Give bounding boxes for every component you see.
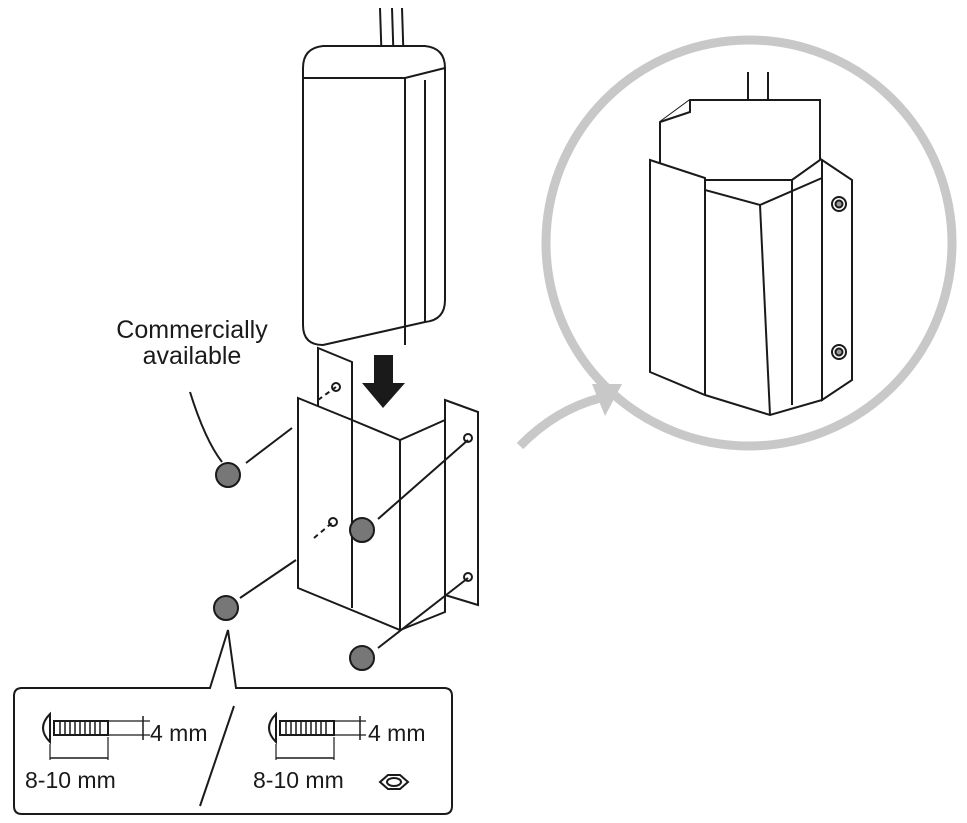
callout-label-line1: Commercially [116, 316, 268, 344]
screw-bottom-left [213, 559, 297, 621]
screw-diagram-a [42, 711, 150, 760]
screw-spec-box [13, 629, 453, 815]
magnifier-detail [516, 35, 957, 451]
magnifier-ring [541, 35, 957, 451]
hex-nut-icon [378, 774, 410, 790]
spec-separator [199, 705, 235, 807]
mounting-bracket [297, 346, 479, 632]
spec-b-length: 8-10 mm [253, 767, 344, 793]
curved-arrow-icon [516, 384, 622, 450]
assembled-adapter [649, 72, 853, 417]
spec-a-length: 8-10 mm [25, 767, 116, 793]
screw-diagram-b [268, 711, 366, 760]
power-adapter [302, 7, 446, 347]
spec-a-diameter: 4 mm [150, 720, 208, 746]
callout-leader [189, 391, 223, 463]
arrow-down-icon [362, 355, 405, 408]
spec-b-diameter: 4 mm [368, 720, 426, 746]
screw-top-left [215, 427, 293, 488]
screw-middle [349, 439, 469, 543]
screw-bottom-right [349, 577, 469, 671]
callout-label-line2: available [142, 342, 242, 370]
